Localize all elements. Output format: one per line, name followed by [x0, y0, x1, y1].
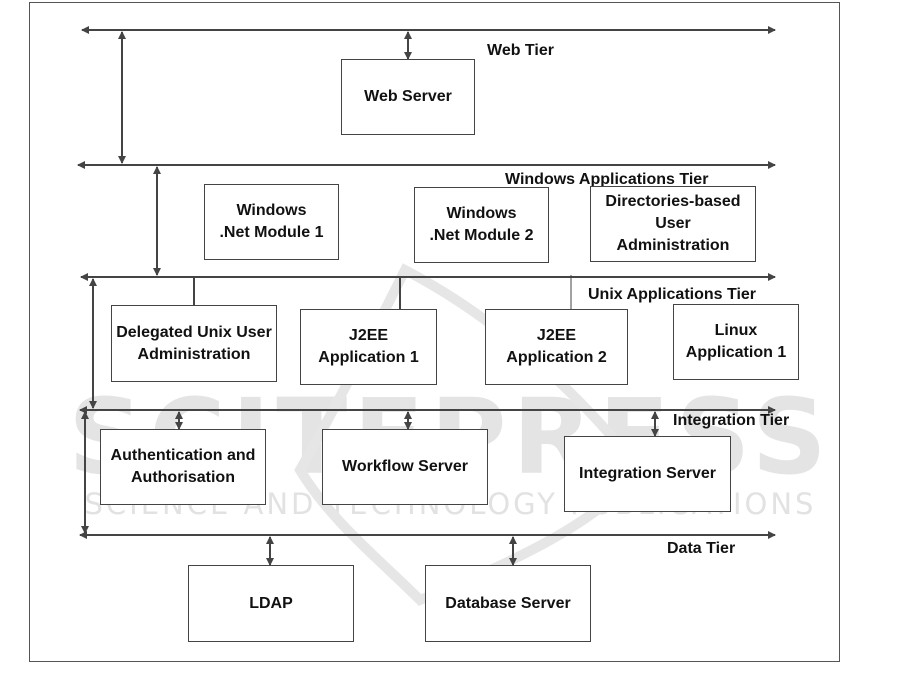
- windows-net-module-2-node: Windows .Net Module 2: [414, 187, 549, 263]
- delegated-unix-admin-label: Delegated Unix User Administration: [116, 323, 272, 363]
- ldap-node: LDAP: [188, 565, 354, 642]
- windows-net-module-1-label: Windows .Net Module 1: [219, 202, 324, 241]
- web-tier-label: Web Tier: [487, 42, 554, 59]
- j2ee-app-1-label: J2EE Application 1: [318, 327, 419, 366]
- workflow-server-node: Workflow Server: [322, 429, 488, 505]
- unix-tier-label: Unix Applications Tier: [588, 286, 757, 303]
- data-tier-label: Data Tier: [667, 540, 736, 557]
- integration-server-label: Integration Server: [579, 465, 716, 482]
- ldap-label: LDAP: [249, 594, 293, 612]
- delegated-unix-admin-node: Delegated Unix User Administration: [111, 305, 277, 382]
- integration-server-node: Integration Server: [564, 436, 731, 512]
- workflow-server-label: Workflow Server: [342, 458, 468, 475]
- windows-tier-label: Windows Applications Tier: [505, 171, 709, 188]
- j2ee-app-1-node: J2EE Application 1: [300, 309, 437, 385]
- linux-app-1-label: Linux Application 1: [685, 322, 787, 361]
- auth-node: Authentication and Authorisation: [100, 429, 266, 505]
- j2ee-app-2-label: J2EE Application 2: [506, 327, 607, 366]
- database-server-label: Database Server: [445, 594, 571, 612]
- web-server-label: Web Server: [364, 88, 452, 105]
- linux-app-1-node: Linux Application 1: [673, 304, 799, 380]
- j2ee-app-2-node: J2EE Application 2: [485, 309, 628, 385]
- directories-admin-label: Directories-based User Administration: [605, 193, 741, 254]
- auth-label: Authentication and Authorisation: [110, 447, 256, 486]
- database-server-node: Database Server: [425, 565, 591, 642]
- diagram-frame: [29, 2, 840, 662]
- windows-net-module-2-label: Windows .Net Module 2: [429, 205, 534, 244]
- integration-tier-label: Integration Tier: [673, 412, 790, 429]
- windows-net-module-1-node: Windows .Net Module 1: [204, 184, 339, 260]
- directories-admin-node: Directories-based User Administration: [590, 186, 756, 262]
- web-server-node: Web Server: [341, 59, 475, 135]
